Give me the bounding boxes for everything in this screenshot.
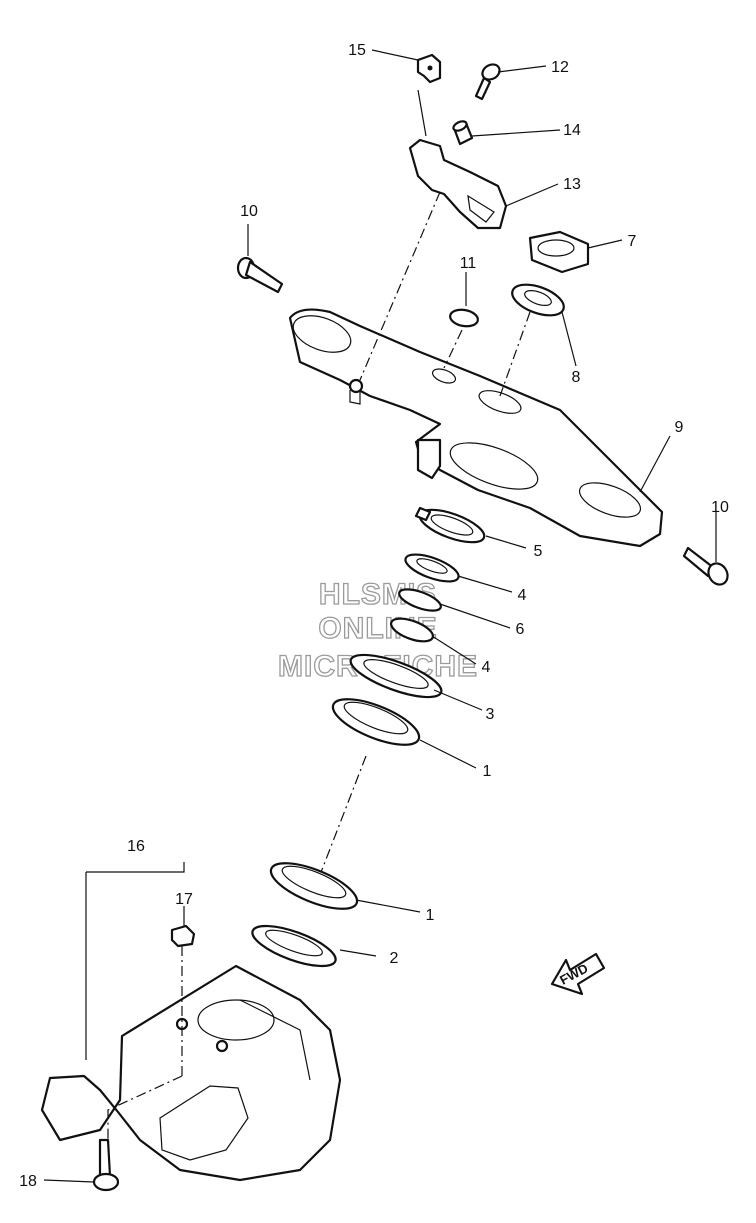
- part-bolt-18: [92, 1138, 120, 1192]
- callout-17: 17: [175, 891, 193, 908]
- part-bearing-1-lower: [269, 862, 359, 910]
- part-nut-17: [170, 924, 196, 948]
- callout-10-upper: 10: [240, 203, 258, 220]
- callout-2: 2: [390, 950, 399, 967]
- part-nut-7: [528, 230, 590, 274]
- part-bolt-10-lower: [682, 546, 729, 586]
- part-clip-15: [416, 53, 442, 84]
- part-under-bracket-16: [40, 946, 342, 1182]
- part-ringnut-4-upper: [404, 553, 460, 583]
- axis-line: [317, 755, 367, 881]
- part-race-2: [251, 924, 337, 968]
- callout-10-lower: 10: [711, 499, 729, 516]
- callout-5: 5: [534, 543, 543, 560]
- part-ringnut-4-lower: [389, 617, 435, 643]
- axis-line-cap: [443, 329, 463, 369]
- callout-4-lower: 4: [482, 659, 491, 676]
- part-washer-6: [398, 588, 442, 612]
- callout-6: 6: [516, 621, 525, 638]
- callout-4-upper: 4: [518, 587, 527, 604]
- axis-line-upper: [359, 191, 441, 381]
- part-upper-bracket-9: [288, 308, 664, 548]
- part-bracket-13: [408, 138, 508, 230]
- callout-7: 7: [628, 233, 637, 250]
- leader-lines: [43, 49, 717, 1183]
- part-collar-14: [452, 120, 474, 146]
- callout-3: 3: [486, 706, 495, 723]
- axis-line-washer: [499, 311, 531, 397]
- callout-11: 11: [460, 255, 477, 272]
- callout-14: 14: [563, 122, 581, 139]
- callout-15: 15: [348, 42, 366, 59]
- part-screw-12: [474, 63, 501, 101]
- fwd-arrow-icon: FWD: [550, 952, 606, 996]
- callout-1-upper: 1: [483, 763, 492, 780]
- callout-8: 8: [572, 369, 581, 386]
- callout-9: 9: [675, 419, 684, 436]
- callout-13: 13: [563, 176, 581, 193]
- callout-12: 12: [551, 59, 569, 76]
- callout-labels: 15 12 14 13 10 7 11 8 9 10 5 4 6 4 3 1 1…: [19, 42, 729, 1190]
- part-bearing-1-upper: [331, 698, 421, 746]
- part-cap-11: [449, 308, 479, 328]
- part-lockwasher-5: [414, 506, 486, 544]
- part-bolt-10-upper: [236, 256, 284, 294]
- callout-18: 18: [19, 1173, 37, 1190]
- part-washer-8: [511, 283, 565, 317]
- callout-1-lower: 1: [426, 907, 435, 924]
- callout-16: 16: [127, 838, 145, 855]
